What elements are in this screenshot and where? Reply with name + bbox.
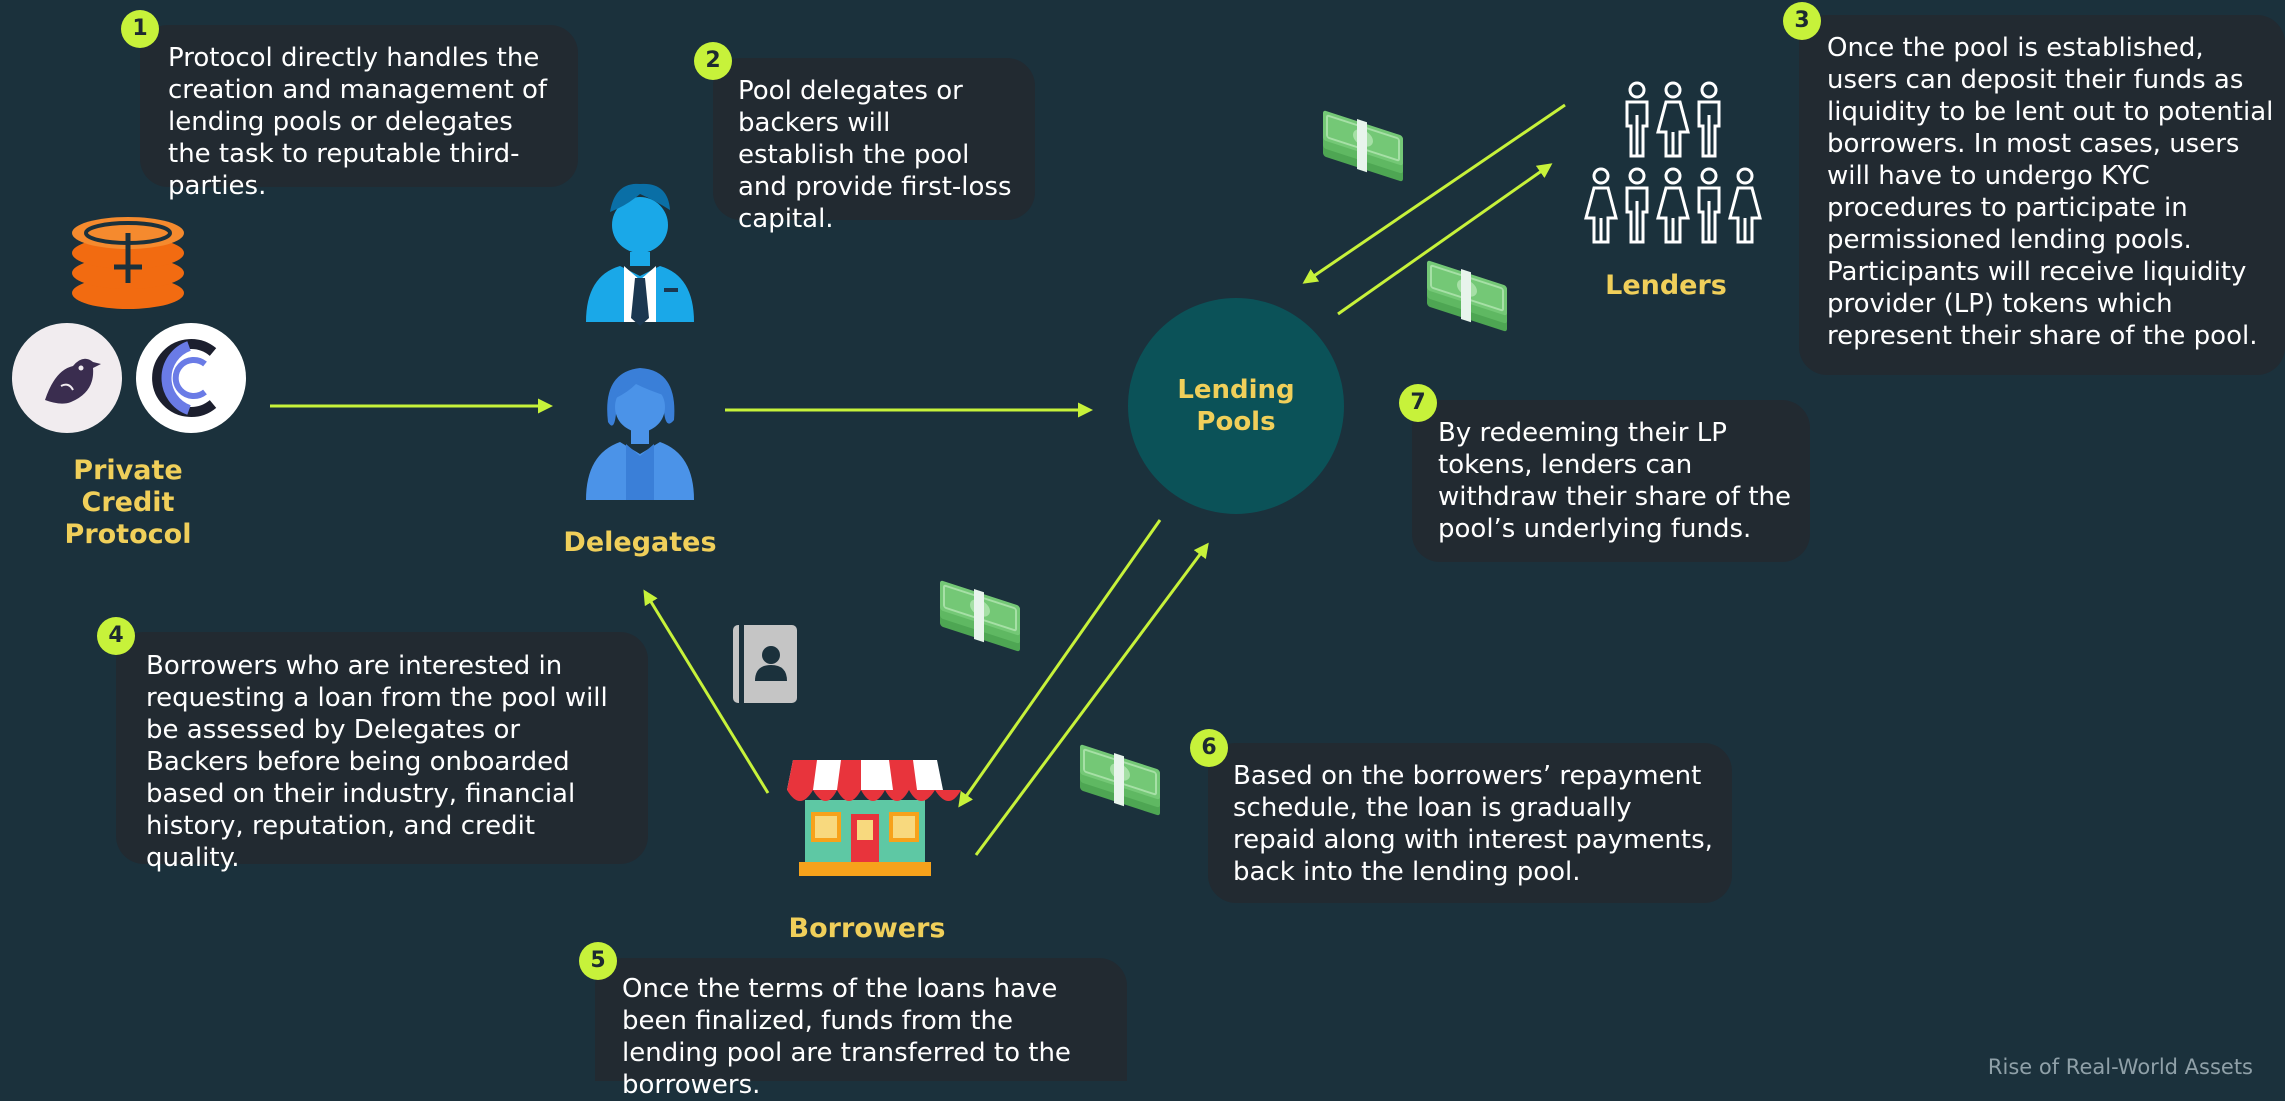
step-3-box: Once the pool is established, users can …: [1799, 15, 2285, 375]
step-7-box: By redeeming their LP tokens, lenders ca…: [1412, 400, 1810, 562]
cash-icon: [1079, 741, 1161, 819]
step-1-badge: 1: [121, 10, 159, 48]
cash-icon: [1322, 107, 1404, 185]
lenders-people-icon: [1584, 81, 1762, 244]
step-5-box: Once the terms of the loans have been fi…: [595, 958, 1127, 1100]
protocol-label: Private Credit Protocol: [64, 455, 192, 550]
contact-card-icon: [733, 625, 797, 703]
cash-icon: [1426, 257, 1508, 335]
protocol-coin-stack-icon: [72, 217, 184, 309]
arrow-borrowers-to-pools: [974, 542, 1209, 856]
borrowers-label: Borrowers: [788, 913, 946, 944]
step-5-text: Once the terms of the loans have been fi…: [622, 974, 1071, 1100]
step-1-text: Protocol directly handles the creation a…: [168, 43, 548, 201]
arrow-pools-to-borrowers: [958, 519, 1162, 808]
step-4-box: Borrowers who are interested in requesti…: [116, 632, 648, 873]
arrow-pools-to-lenders: [1337, 163, 1553, 316]
arrow-lenders-to-pools: [1302, 103, 1566, 284]
step-3-text: Once the pool is established, users can …: [1827, 33, 2274, 351]
footer-credit: Rise of Real-World Assets: [1987, 1055, 2253, 1079]
step-1-box: Protocol directly handles the creation a…: [140, 25, 578, 201]
arrow-borrowers-to-delegates: [643, 589, 770, 794]
delegates-label: Delegates: [563, 527, 717, 558]
lending-pools-node: [1128, 298, 1344, 514]
step-7-text: By redeeming their LP tokens, lenders ca…: [1438, 418, 1791, 544]
step-4-text: Borrowers who are interested in requesti…: [146, 651, 608, 873]
step-6-box: Based on the borrowers’ repayment schedu…: [1208, 743, 1732, 903]
step-6-text: Based on the borrowers’ repayment schedu…: [1233, 761, 1713, 887]
lending-pools-label: Lending Pools: [1177, 375, 1295, 437]
step-2-badge: 2: [694, 42, 732, 80]
bird-logo-icon: [12, 323, 122, 433]
lending-pools-label-wrap: Lending Pools: [1128, 374, 1344, 438]
cash-icon: [939, 577, 1021, 655]
step-2-text: Pool delegates or backers will establish…: [738, 76, 1012, 234]
step-2-box: Pool delegates or backers will establish…: [713, 58, 1035, 234]
delegate-man-icon: [586, 183, 694, 326]
step-6-badge: 6: [1190, 729, 1228, 767]
step-4-badge: 4: [97, 617, 135, 655]
lenders-label: Lenders: [1605, 270, 1727, 301]
step-3-badge: 3: [1783, 2, 1821, 40]
borrower-shop-icon: [787, 760, 961, 876]
step-7-badge: 7: [1399, 384, 1437, 422]
c-logo-icon: [136, 323, 246, 433]
step-5-badge: 5: [579, 942, 617, 980]
delegate-woman-icon: [586, 368, 694, 500]
